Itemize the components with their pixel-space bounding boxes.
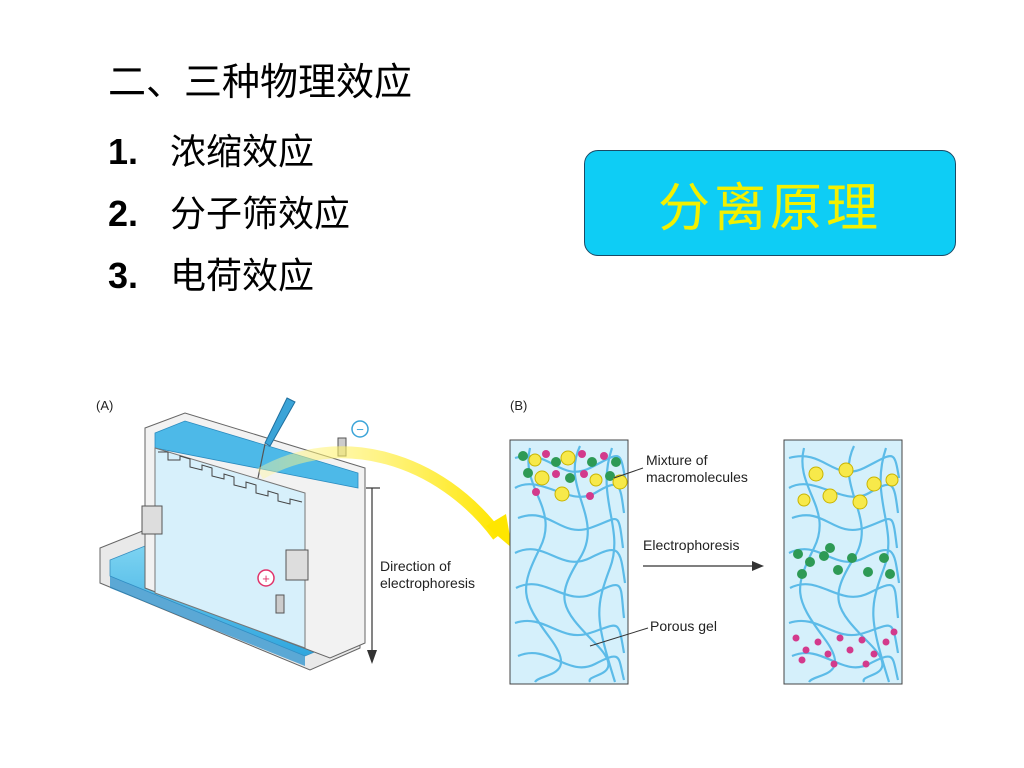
small-molecule-band	[792, 628, 898, 668]
mixture-label: macromolecules	[646, 469, 748, 485]
gel-apparatus	[99, 397, 366, 671]
slide-heading: 二、三种物理效应	[108, 60, 413, 104]
electrophoresis-label: Electrophoresis	[643, 537, 740, 553]
zoom-arrow	[257, 446, 503, 540]
list-item-1: 1. 浓缩效应	[108, 128, 314, 177]
svg-text:−: −	[356, 422, 364, 437]
mixture-label: Mixture of	[646, 452, 708, 468]
medium-molecule-band	[793, 543, 895, 579]
gel-column-before	[509, 439, 629, 685]
list-text: 电荷效应	[170, 256, 315, 297]
svg-text:+: +	[262, 571, 270, 586]
direction-label: Direction of	[380, 558, 451, 574]
list-text: 分子筛效应	[170, 194, 351, 235]
separation-principle-callout: 分离原理	[584, 150, 956, 256]
list-text: 浓缩效应	[170, 132, 315, 173]
direction-label: electrophoresis	[380, 575, 475, 591]
list-item-3: 3. 电荷效应	[108, 252, 314, 301]
minus-electrode-icon: −	[351, 420, 369, 438]
list-number: 3.	[108, 255, 139, 296]
panel-a-label: (A)	[96, 398, 113, 413]
list-number: 1.	[108, 131, 139, 172]
panel-b-label: (B)	[510, 398, 527, 413]
porous-gel-label: Porous gel	[650, 618, 717, 634]
list-number: 2.	[108, 193, 139, 234]
electrophoresis-figure: (A) − + Direction of electrophoresis	[96, 397, 903, 685]
plus-electrode-icon: +	[257, 569, 275, 587]
list-item-2: 2. 分子筛效应	[108, 190, 350, 239]
molecule-cluster	[518, 450, 628, 502]
gel-column-after	[783, 439, 903, 685]
large-molecule-band	[797, 462, 899, 510]
